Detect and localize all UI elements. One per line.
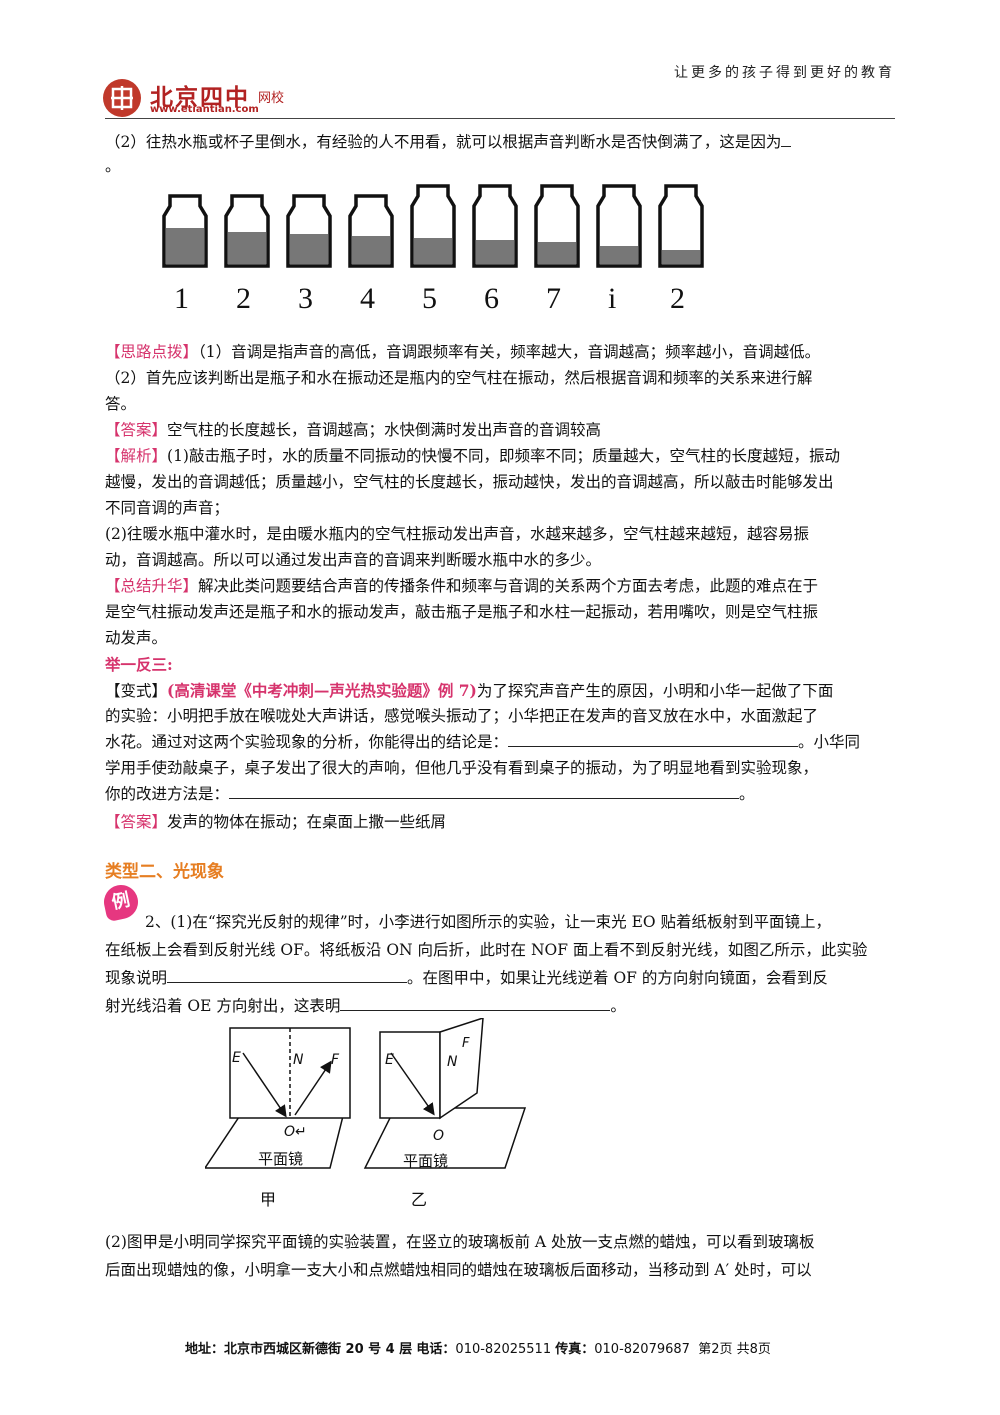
- bottle: [534, 184, 580, 268]
- logo-url: www.etiantian.com: [150, 104, 259, 115]
- water-level: [352, 236, 390, 264]
- analysis-line-4: (2)往暖水瓶中灌水时，是由暖水瓶内的空气柱振动发出声音，水越来越多，空气柱越来…: [105, 525, 809, 543]
- mirror-right: [363, 1107, 527, 1169]
- bottle-label: 5: [422, 282, 437, 315]
- bottle-label: 1: [174, 282, 189, 315]
- hint-line-2: （2）首先应该判断出是瓶子和水在振动还是瓶内的空气柱在振动，然后根据音调和频率的…: [105, 369, 813, 387]
- bottle-label: 4: [360, 282, 375, 315]
- q2-2-line-2: 后面出现蜡烛的像，小明拿一支大小和点燃蜡烛相同的蜡烛在玻璃板后面移动，当移动到 …: [105, 1261, 812, 1279]
- label-o-left: O↵: [284, 1124, 307, 1140]
- caption-right: 乙: [411, 1190, 428, 1209]
- practice-title: 举一反三:: [105, 655, 173, 674]
- answer-blank[interactable]: [508, 730, 799, 747]
- header-slogan: 让更多的孩子得到更好的教育: [674, 65, 895, 81]
- question-2-text: （2）往热水瓶或杯子里倒水，有经验的人不用看，就可以根据声音判断水是否快倒满了，…: [105, 128, 897, 157]
- caption-left: 甲: [260, 1190, 277, 1209]
- summary-line-3: 动发声。: [105, 629, 168, 647]
- q2-line-1: 2、(1)在“探究光反射的规律”时，小李进行如图所示的实验，让一束光 EO 贴着…: [145, 913, 832, 931]
- label-n-left: N: [293, 1052, 304, 1068]
- bottle: [348, 194, 394, 268]
- variant-source: (高清课堂《中考冲刺—声光热实验题》例 7): [167, 681, 477, 700]
- bottle: [410, 184, 456, 268]
- footer: 地址：北京市西城区新德街 20 号 4 层 电话：010-82025511 传真…: [185, 1342, 771, 1357]
- water-level: [290, 234, 328, 264]
- reflection-figure: [205, 1018, 527, 1169]
- variant-line-3: 水花。通过对这两个实验现象的分析，你能得出的结论是：。小华同: [105, 728, 897, 757]
- analysis-line-2: 越慢，发出的音调越低；质量越小，空气柱的长度越长，振动越快，发出的音调越高，所以…: [105, 473, 834, 491]
- bottle-label: 6: [484, 282, 499, 315]
- label-n-right: N: [447, 1054, 458, 1070]
- label-e-right: E: [385, 1052, 394, 1068]
- analysis-line-3: 不同音调的声音；: [105, 499, 230, 517]
- question-2-end: 。: [105, 157, 121, 175]
- label-e-left: E: [232, 1050, 241, 1066]
- bottle-label: 7: [546, 282, 561, 315]
- label-f-right: F: [462, 1036, 470, 1051]
- bottle-labels: 1 2 3 4 5 6 7 i 2: [160, 278, 720, 328]
- mirror-label-left: 平面镜: [258, 1150, 304, 1168]
- bottle-label: 2: [236, 282, 251, 315]
- q2-line-3: 现象说明。在图甲中，如果让光线逆着 OF 的方向射向镜面，会看到反: [105, 964, 897, 993]
- water-level: [476, 240, 514, 264]
- answer-blank[interactable]: [340, 994, 611, 1011]
- variant-line-4: 学用手使劲敲桌子，桌子发出了很大的声响，但他几乎没有看到桌子的振动，为了明显地看…: [105, 759, 819, 777]
- bottle: [286, 194, 332, 268]
- example-badge: 例: [100, 881, 142, 923]
- summary-line-1: 【总结升华】解决此类问题要结合声音的传播条件和频率与音调的关系两个方面去考虑，此…: [105, 577, 819, 595]
- board-right-front: [379, 1031, 441, 1119]
- bottle: [162, 194, 208, 268]
- variant-line-1: 【变式】(高清课堂《中考冲刺—声光热实验题》例 7)为了探究声音产生的原因，小明…: [105, 681, 834, 700]
- logo-sub: 网校: [258, 91, 285, 106]
- water-level: [414, 238, 452, 264]
- section-title: 类型二、光现象: [105, 862, 224, 882]
- variant-line-5: 你的改进方法是：。: [105, 780, 897, 809]
- bottle: [658, 184, 704, 268]
- school-logo-icon: [103, 79, 141, 117]
- answer-blank[interactable]: [229, 782, 740, 799]
- board-right-back: [439, 1018, 484, 1120]
- answer-2: 【答案】发声的物体在振动；在桌面上撒一些纸屑: [105, 813, 447, 831]
- water-level: [228, 232, 266, 264]
- bottles-figure: [162, 184, 704, 268]
- water-level: [166, 228, 204, 264]
- q2-line-2: 在纸板上会看到反射光线 OF。将纸板沿 ON 向后折，此时在 NOF 面上看不到…: [105, 941, 868, 959]
- water-level: [662, 250, 700, 264]
- analysis-line-5: 动，音调越高。所以可以通过发出声音的音调来判断暖水瓶中水的多少。: [105, 551, 602, 569]
- label-o-right: O: [433, 1128, 445, 1144]
- bottle-label: i: [608, 282, 617, 315]
- header-divider: [105, 118, 895, 119]
- water-level: [600, 246, 638, 264]
- answer-1: 【答案】空气柱的长度越长，音调越高；水快倒满时发出声音的音调较高: [105, 421, 602, 439]
- page-number: 第2页 共8页: [698, 1342, 771, 1357]
- logo-name: 北京四中: [150, 84, 250, 111]
- bottle: [224, 194, 270, 268]
- q2-2-line-1: (2)图甲是小明同学探究平面镜的实验装置，在竖立的玻璃板前 A 处放一支点燃的蜡…: [105, 1233, 815, 1251]
- variant-line-2: 的实验：小明把手放在喉咙处大声讲话，感觉喉头振动了；小华把正在发声的音叉放在水中…: [105, 707, 819, 725]
- q2-line-4: 射光线沿着 OE 方向射出，这表明。: [105, 992, 897, 1021]
- bottle: [472, 184, 518, 268]
- bottle-label: 2: [670, 282, 685, 315]
- bottle-label: 3: [298, 282, 313, 315]
- water-level: [538, 242, 576, 264]
- label-f-left: F: [331, 1052, 340, 1068]
- analysis-line-1: 【解析】(1)敲击瓶子时，水的质量不同振动的快慢不同，即频率不同；质量越大，空气…: [105, 447, 840, 465]
- hint-label: 【思路点拨】: [105, 343, 199, 361]
- hint-line-3: 答。: [105, 395, 137, 413]
- bottle: [596, 184, 642, 268]
- mirror-label-right: 平面镜: [403, 1152, 449, 1170]
- answer-blank[interactable]: [167, 966, 408, 983]
- summary-line-2: 是空气柱振动发声还是瓶子和水的振动发声，敲击瓶子是瓶子和水柱一起振动，若用嘴吹，…: [105, 603, 819, 621]
- hint-line-1: 【思路点拨】（1）音调是指声音的高低，音调跟频率有关，频率越大，音调越高；频率越…: [105, 343, 821, 361]
